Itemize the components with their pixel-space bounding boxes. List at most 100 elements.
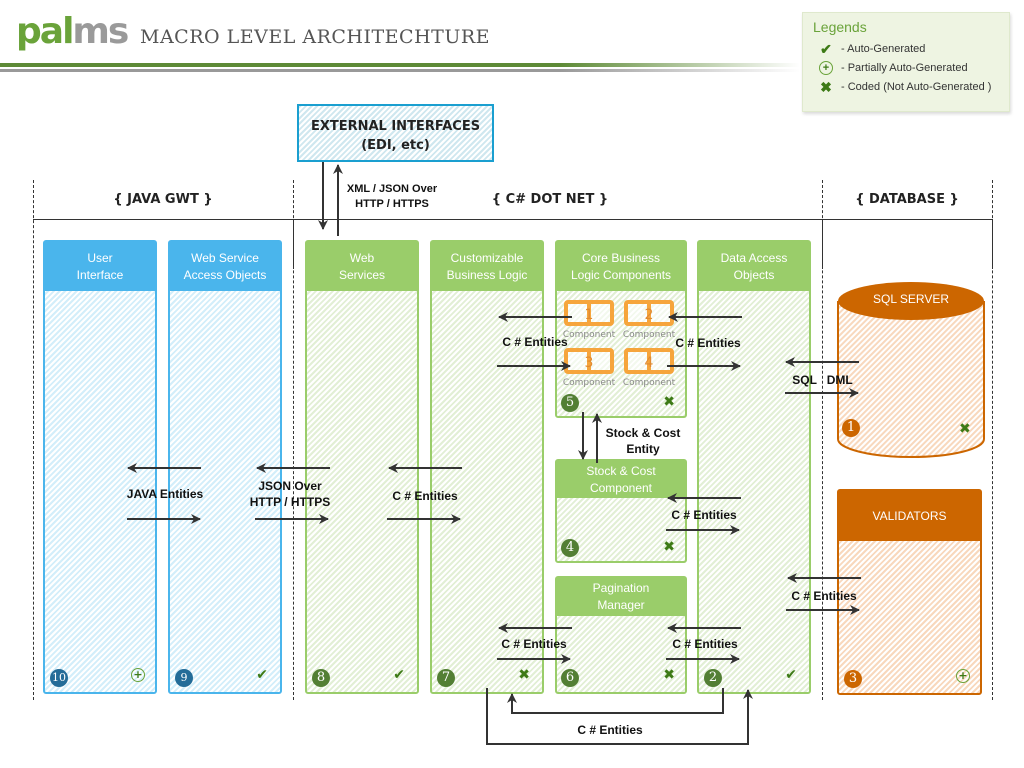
external-interfaces-box: EXTERNAL INTERFACES (EDI, etc) [297, 104, 494, 162]
number-badge: 4 [561, 539, 579, 557]
divider-java-dotnet [293, 180, 294, 700]
protocol-line1: XML / JSON Over [346, 183, 438, 195]
x-icon: ✖ [663, 667, 675, 683]
check-icon: ✔ [393, 667, 405, 683]
check-icon: ✔ [785, 667, 797, 683]
section-database: { DATABASE } [855, 192, 959, 207]
legend-item-auto: ✔ - Auto-Generated [813, 39, 999, 58]
cs-entities-label: C # Entities [672, 637, 738, 651]
json-line2: HTTP / HTTPS [249, 495, 331, 509]
section-tick [992, 219, 993, 269]
component-4: 4 [624, 348, 674, 374]
component-number: 1 [584, 307, 594, 323]
component-number: 3 [584, 355, 594, 371]
number-badge: 9 [175, 669, 193, 687]
cs-entities-label: C # Entities [502, 335, 568, 349]
palms-logo: palms [16, 11, 129, 52]
header-rule-gray [0, 69, 800, 72]
box-title: Pagination Manager [557, 578, 685, 616]
box-title: Stock & Cost Component [557, 461, 685, 498]
legend-item-coded: ✖ - Coded (Not Auto-Generated ) [813, 77, 999, 96]
box-title: Data Access Objects [699, 242, 809, 291]
component-caption: Component [622, 330, 676, 340]
xml-json-label: XML / JSON Over HTTP / HTTPS [342, 182, 442, 212]
number-badge: 2 [704, 669, 722, 687]
plus-circle-icon: + [131, 668, 145, 682]
stock-entity-line2: Entity [626, 442, 660, 456]
core-business-logic-box: Core Business Logic Components 5 ✖ [555, 240, 687, 418]
arrow-loop-inner [507, 688, 724, 714]
divider-java-left [33, 180, 34, 700]
check-icon: ✔ [820, 40, 832, 57]
header-rule-green [0, 63, 800, 67]
x-icon: ✖ [959, 421, 971, 437]
pagination-manager-box: Pagination Manager 6 ✖ [555, 576, 687, 694]
x-icon: ✖ [820, 78, 832, 95]
arrow-loop-outer [486, 688, 753, 745]
box-title: User Interface [45, 242, 155, 291]
plus-circle-icon: + [956, 669, 970, 683]
stock-cost-entity-label: Stock & Cost Entity [598, 425, 688, 457]
section-java-gwt: { JAVA GWT } [113, 192, 213, 207]
legend-label: - Auto-Generated [841, 42, 926, 55]
box-title: Web Services [307, 242, 417, 291]
section-tick [293, 219, 294, 269]
box-title: Customizable Business Logic [432, 242, 542, 291]
json-over-http-label: JSON Over HTTP / HTTPS [240, 478, 340, 510]
cylinder-shape [837, 282, 985, 458]
component-number: 2 [644, 307, 654, 323]
number-badge: 7 [437, 669, 455, 687]
page-title: MACRO LEVEL ARCHITECHTURE [140, 26, 491, 48]
component-caption: Component [562, 378, 616, 388]
box-title: Web Service Access Objects [170, 242, 280, 291]
protocol-line2: HTTP / HTTPS [355, 198, 429, 210]
external-subtitle: (EDI, etc) [361, 138, 430, 153]
component-caption: Component [622, 378, 676, 388]
cs-entities-label: C # Entities [671, 508, 737, 522]
logo-text-green: pal [16, 11, 74, 52]
box-title: VALIDATORS [839, 491, 980, 541]
component-number: 4 [644, 355, 654, 371]
component-caption: Component [562, 330, 616, 340]
number-badge: 1 [842, 419, 860, 437]
external-title: EXTERNAL INTERFACES [310, 119, 481, 134]
number-badge: 3 [844, 670, 862, 688]
java-entities-label: JAVA Entities [126, 487, 204, 501]
component-2: 2 [624, 300, 674, 326]
stock-cost-component-box: Stock & Cost Component 4 ✖ [555, 459, 687, 563]
cs-entities-label: C # Entities [791, 589, 857, 603]
sql-dml-label: SQL DML [792, 373, 853, 387]
divider-db-right [992, 180, 993, 700]
section-tick [822, 219, 823, 269]
number-badge: 6 [561, 669, 579, 687]
x-icon: ✖ [663, 539, 675, 555]
plus-circle-icon: + [815, 60, 837, 75]
cs-entities-label: C # Entities [577, 723, 643, 737]
section-csharp-dotnet: { C# DOT NET } [491, 192, 609, 207]
check-icon: ✔ [256, 667, 268, 683]
logo-text-gray: ms [72, 11, 129, 52]
box-title: SQL SERVER [872, 292, 950, 306]
component-1: 1 [564, 300, 614, 326]
validators-box: VALIDATORS 3 + [837, 489, 982, 695]
data-access-objects-box: Data Access Objects 2 ✔ [697, 240, 811, 694]
x-icon: ✖ [518, 667, 530, 683]
legend-label: - Coded (Not Auto-Generated ) [841, 80, 992, 93]
cs-entities-label: C # Entities [392, 489, 458, 503]
section-header-line [33, 219, 993, 220]
box-title: Core Business Logic Components [557, 242, 685, 291]
legend-panel: Legends ✔ - Auto-Generated + - Partially… [802, 12, 1010, 112]
cs-entities-label: C # Entities [501, 637, 567, 651]
divider-dotnet-db [822, 180, 823, 700]
json-line1: JSON Over [258, 479, 322, 493]
sql-server-cylinder: SQL SERVER 1 ✖ [836, 281, 986, 459]
x-icon: ✖ [663, 394, 675, 410]
legend-item-partial: + - Partially Auto-Generated [813, 58, 999, 77]
number-badge: 5 [561, 394, 579, 412]
cs-entities-label: C # Entities [675, 336, 741, 350]
legend-label: - Partially Auto-Generated [841, 61, 968, 74]
legend-title: Legends [813, 19, 867, 35]
number-badge: 8 [312, 669, 330, 687]
number-badge: 10 [50, 669, 68, 687]
